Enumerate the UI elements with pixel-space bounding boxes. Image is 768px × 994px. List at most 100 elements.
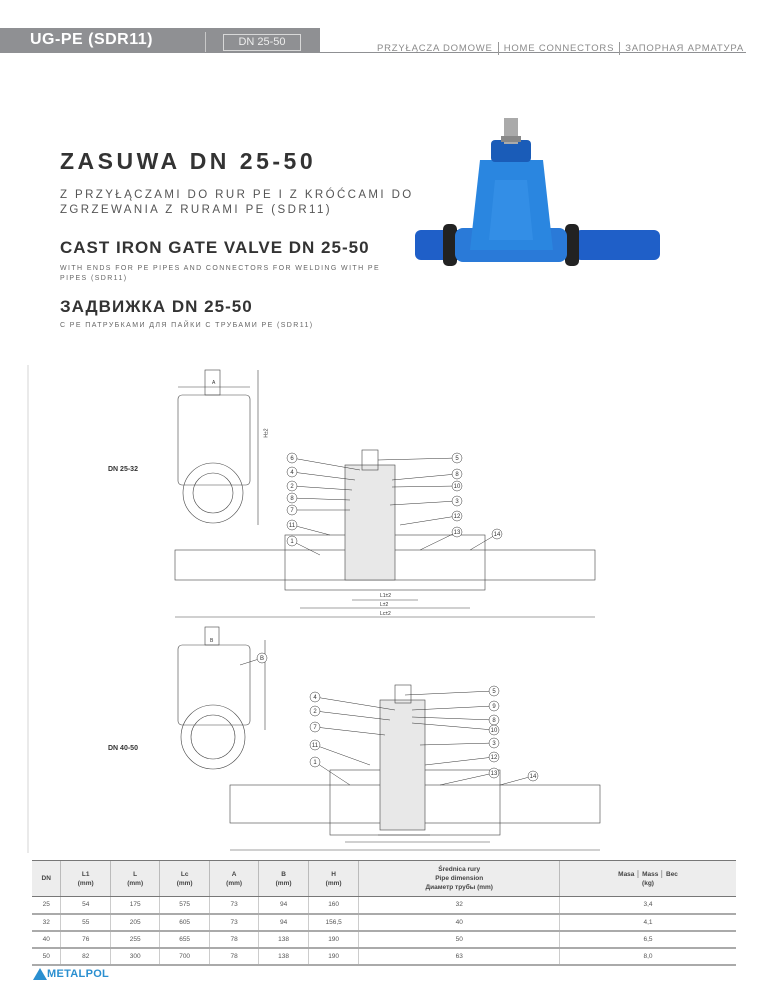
part-callout xyxy=(451,480,463,492)
column-header: Lc(mm) xyxy=(159,860,210,897)
header-rule xyxy=(320,52,746,53)
table-cell: 94 xyxy=(258,896,309,915)
svg-text:7: 7 xyxy=(290,508,294,514)
table-cell: 175 xyxy=(109,896,160,915)
table-cell: 4,1 xyxy=(559,913,736,932)
table-cell: 255 xyxy=(109,930,160,949)
part-callout xyxy=(488,767,500,779)
dim-b: B xyxy=(210,638,214,644)
part-callout xyxy=(527,770,539,782)
part-callout xyxy=(488,700,500,712)
table-cell: 605 xyxy=(159,913,210,932)
dim-l1: L1±2 xyxy=(380,593,392,599)
svg-text:10: 10 xyxy=(454,484,461,490)
svg-text:8: 8 xyxy=(492,718,496,724)
table-cell: 50 xyxy=(32,947,61,966)
part-callout xyxy=(451,510,463,522)
technical-drawings xyxy=(27,365,601,853)
dim-l: L±2 xyxy=(380,602,389,608)
part-callout xyxy=(309,721,321,733)
side-view-top xyxy=(177,369,259,525)
part-callout xyxy=(286,466,298,478)
header-line: B xyxy=(281,870,286,878)
part-callout xyxy=(488,685,500,697)
part-callout xyxy=(286,480,298,492)
header-line: DN xyxy=(41,875,51,882)
header-line: Masa │ Mass │ Вес xyxy=(618,870,678,878)
dim-a: A xyxy=(212,380,216,386)
part-callout xyxy=(286,504,298,516)
header-line: Pipe dimension xyxy=(435,875,484,882)
category-en: HOME CONNECTORS xyxy=(503,43,615,55)
section-view-top xyxy=(174,449,596,618)
part-callout xyxy=(286,519,298,531)
part-callout xyxy=(309,739,321,751)
table-cell: 160 xyxy=(307,896,359,915)
table-cell: 300 xyxy=(109,947,160,966)
svg-text:5: 5 xyxy=(455,456,459,462)
table-cell: 575 xyxy=(159,896,210,915)
svg-text:9: 9 xyxy=(492,704,496,710)
category-ru: ЗАПОРНАЯ АРМАТУРА xyxy=(625,43,744,55)
table-cell: 138 xyxy=(258,930,309,949)
table-cell: 50 xyxy=(358,930,560,949)
svg-text:11: 11 xyxy=(312,743,319,749)
svg-text:4: 4 xyxy=(290,470,294,476)
svg-text:2: 2 xyxy=(313,709,317,715)
svg-text:13: 13 xyxy=(491,771,498,777)
column-header: L(mm) xyxy=(109,860,160,897)
svg-text:10: 10 xyxy=(491,728,498,734)
header-line: Lc xyxy=(180,870,189,878)
header-line: Диаметр трубы (mm) xyxy=(425,884,493,891)
header-line: (mm) xyxy=(77,879,94,887)
title-ru: ЗАДВИЖКА DN 25-50 xyxy=(60,297,253,316)
table-cell: 32 xyxy=(358,896,560,915)
table-cell: 94 xyxy=(258,913,309,932)
subtitle-pl: Z PRZYŁĄCZAMI DO RUR PE I Z KRÓĆCAMI DO … xyxy=(60,189,414,216)
header-line: (mm) xyxy=(226,879,243,887)
column-header: DN xyxy=(32,860,61,897)
svg-text:14: 14 xyxy=(530,774,537,780)
dim-lc: Lc±2 xyxy=(380,611,391,617)
dn-range-badge: DN 25-50 xyxy=(223,34,301,51)
column-header: H(mm) xyxy=(307,860,359,897)
label-dn-40-50: DN 40-50 xyxy=(108,745,138,752)
part-callout xyxy=(451,468,463,480)
svg-text:3: 3 xyxy=(492,741,496,747)
category-pl: PRZYŁĄCZA DOMOWE xyxy=(376,43,493,55)
header-line: L1 xyxy=(81,870,90,878)
svg-text:3: 3 xyxy=(455,499,459,505)
part-callout xyxy=(256,652,268,664)
svg-text:12: 12 xyxy=(491,755,498,761)
svg-text:B: B xyxy=(260,656,264,662)
part-callout xyxy=(488,751,500,763)
subtitle-ru: С PE ПАТРУБКАМИ ДЛЯ ПАЙКИ С ТРУБАМИ PE (… xyxy=(60,322,314,329)
column-header: B(mm) xyxy=(258,860,309,897)
title-en: CAST IRON GATE VALVE DN 25-50 xyxy=(60,238,370,257)
table-cell: 138 xyxy=(258,947,309,966)
header-line: L xyxy=(133,870,138,878)
part-callout xyxy=(286,492,298,504)
svg-text:6: 6 xyxy=(290,456,294,462)
table-cell: 655 xyxy=(159,930,210,949)
table-cell: 190 xyxy=(307,947,359,966)
table-cell: 73 xyxy=(208,913,259,932)
svg-text:1: 1 xyxy=(313,760,317,766)
header-line: (mm) xyxy=(325,879,342,887)
part-callout xyxy=(451,495,463,507)
table-cell: 40 xyxy=(32,930,61,949)
part-callout xyxy=(451,452,463,464)
category-breadcrumb: PRZYŁĄCZA DOMOWE HOME CONNECTORS ЗАПОРНАЯ … xyxy=(377,42,744,55)
svg-text:12: 12 xyxy=(454,514,461,520)
table-cell: 82 xyxy=(60,947,111,966)
svg-text:11: 11 xyxy=(289,523,296,529)
table-cell: 32 xyxy=(32,913,61,932)
header-line: Średnica rury xyxy=(438,866,481,873)
label-dn-25-32: DN 25-32 xyxy=(108,466,138,473)
svg-text:2: 2 xyxy=(290,484,294,490)
